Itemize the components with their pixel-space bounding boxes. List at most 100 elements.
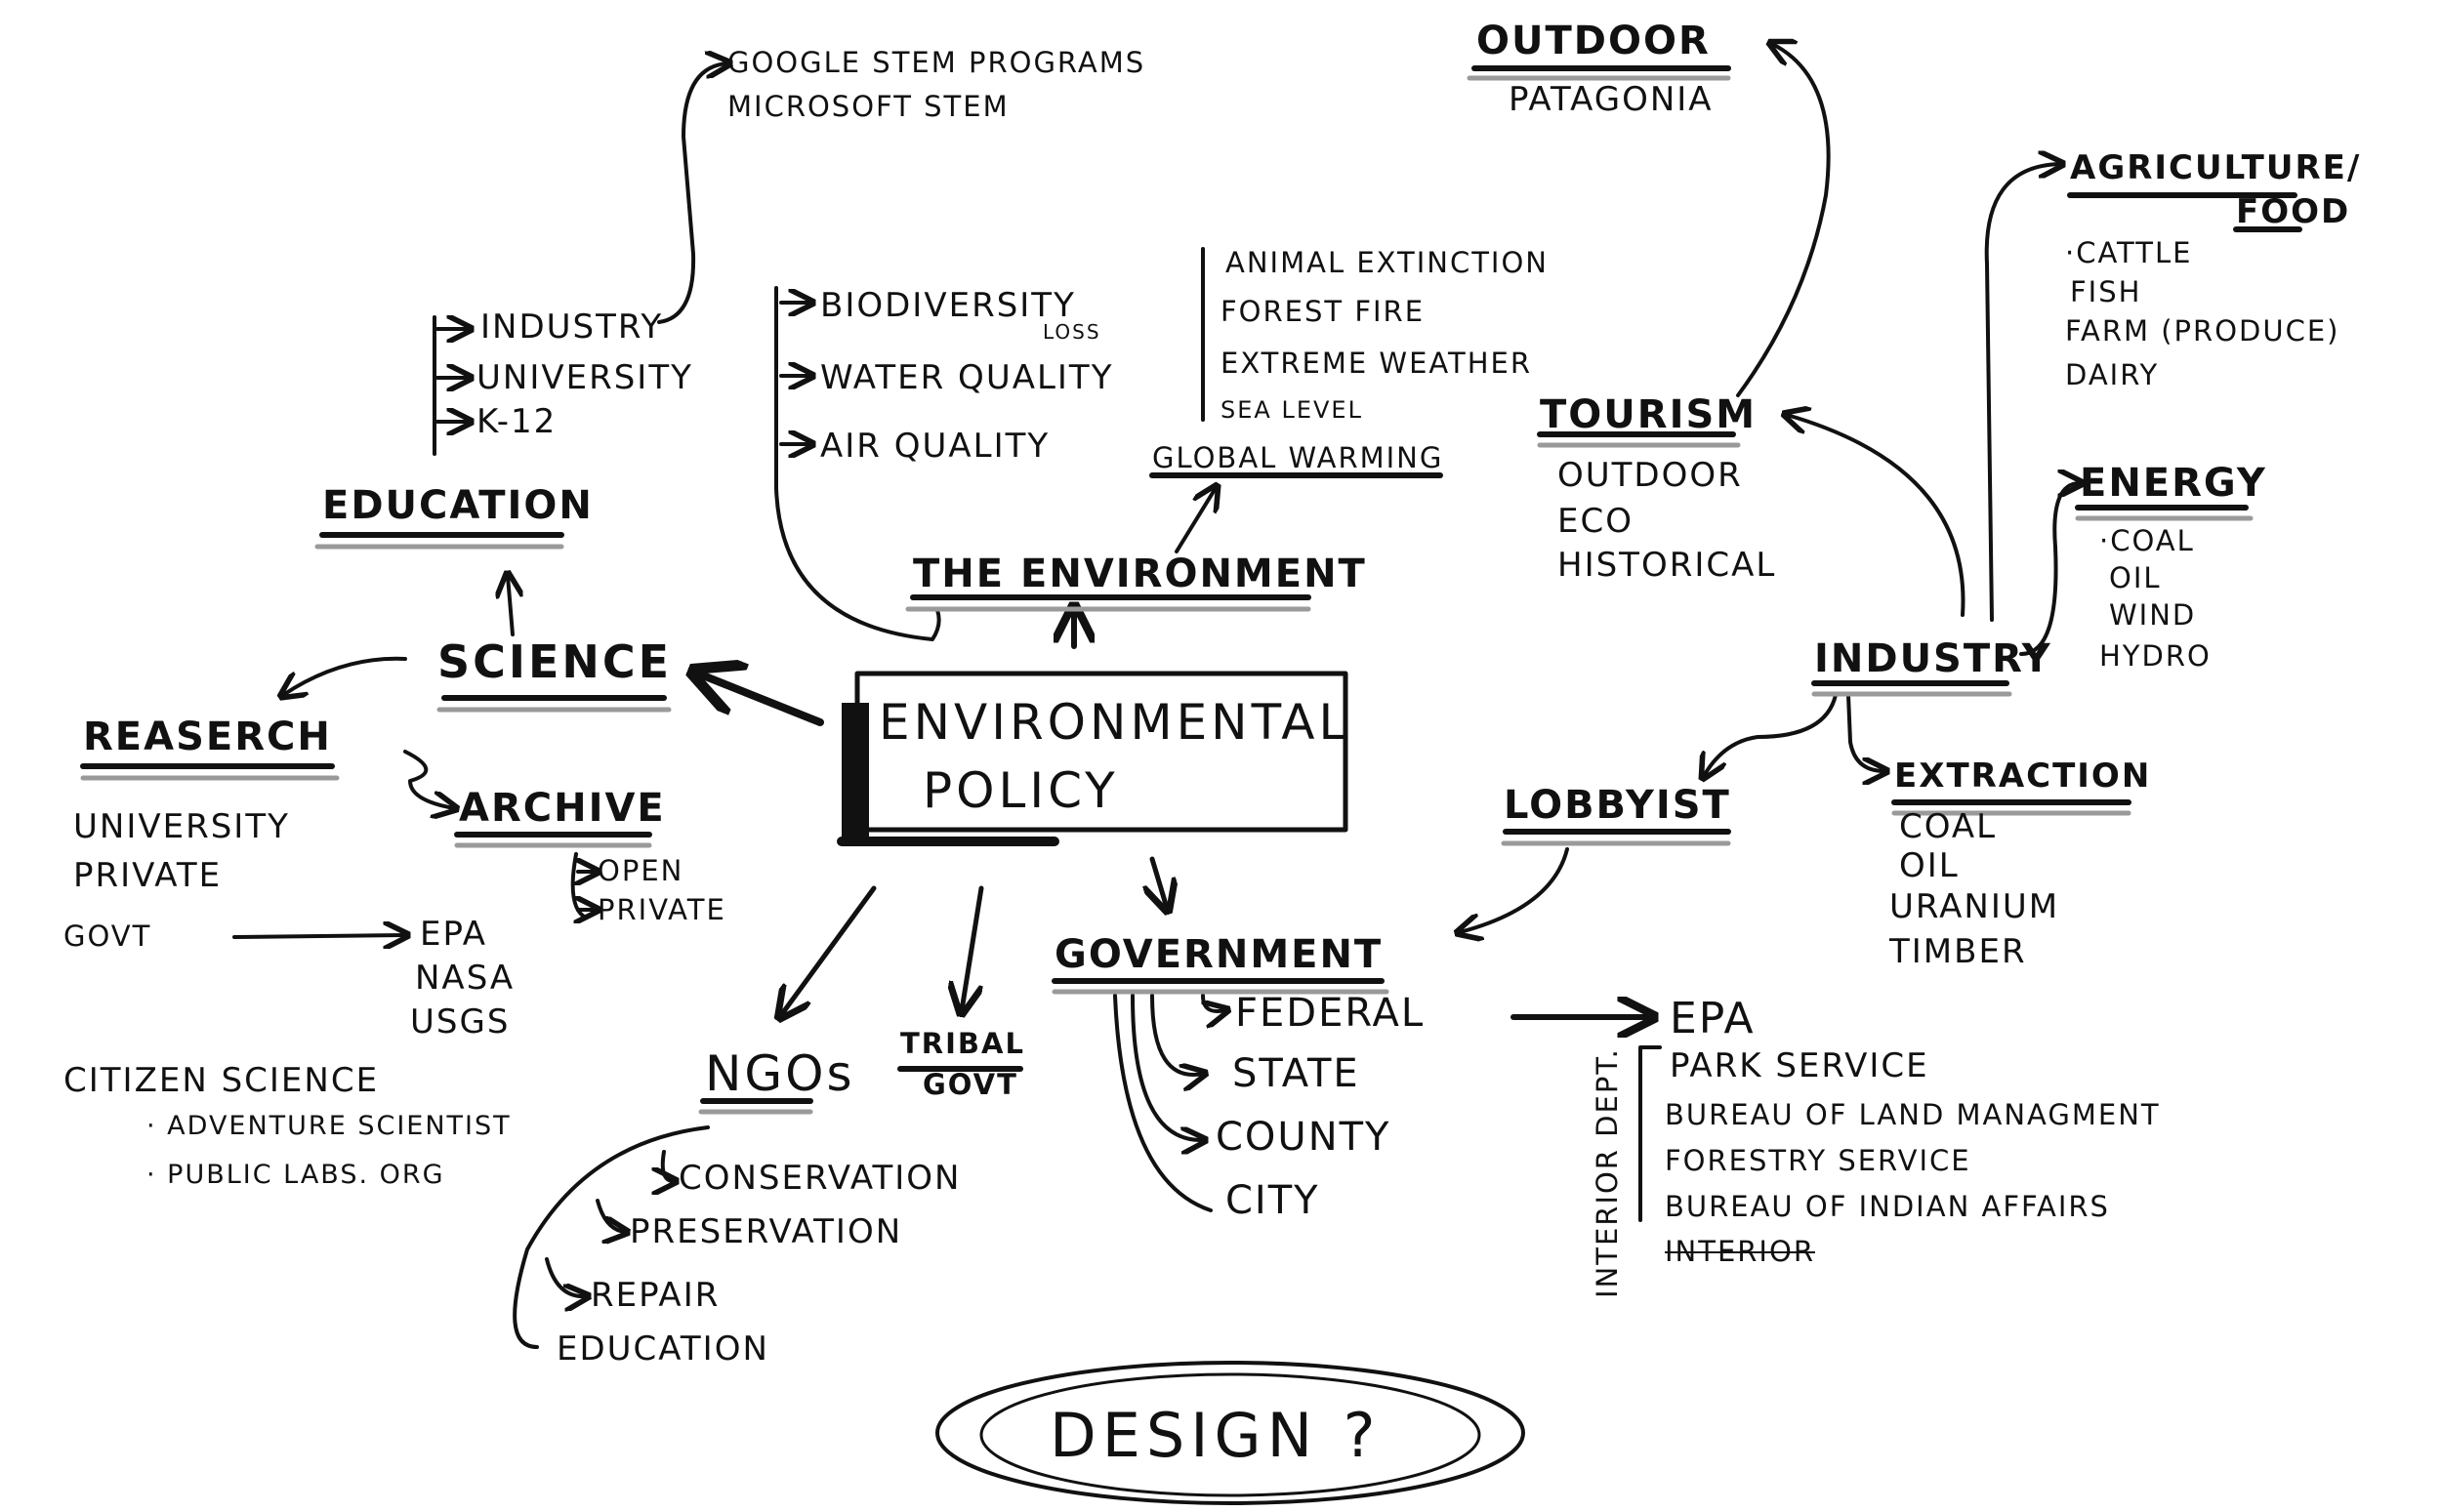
environment-title: The Environment xyxy=(913,552,1367,596)
education-title: Education xyxy=(322,483,594,528)
research-title: Reaserch xyxy=(83,715,332,759)
education-item-university: University xyxy=(476,358,693,397)
arrow-lobbyist-to-government xyxy=(1460,847,1569,932)
ngos-items-curve xyxy=(513,1125,710,1349)
agriculture-item-fish: Fish xyxy=(2070,275,2142,308)
tourism-item-outdoor: Outdoor xyxy=(1557,456,1743,495)
environment-item-air: Air Quality xyxy=(820,427,1051,466)
gov-item-state: State xyxy=(1232,1051,1360,1096)
ngos-title: NGOs xyxy=(705,1045,855,1102)
arrow-env-to-global-warming xyxy=(1175,488,1216,553)
government-title: Government xyxy=(1055,932,1384,977)
design-ellipse-inner xyxy=(979,1372,1481,1497)
archive-title: Archive xyxy=(459,786,666,831)
arrow-ngo-repair xyxy=(545,1257,586,1296)
research-item-govt: Govt xyxy=(63,919,152,953)
archive-item-open: Open xyxy=(598,854,684,887)
interior-item-forestry: Forestry Service xyxy=(1665,1144,1971,1177)
arrow-to-tribal xyxy=(962,885,984,1010)
research-item-private: Private xyxy=(73,856,223,895)
global-warming-item-weather: Extreme Weather xyxy=(1220,347,1533,380)
arrow-govt-to-agencies xyxy=(232,935,405,937)
interior-dept-label: Interior Dept. xyxy=(1591,1047,1624,1298)
interior-bracket xyxy=(1638,1045,1662,1222)
lobbyist-title: Lobbyist xyxy=(1504,783,1731,828)
arrow-industry-to-tourism xyxy=(1787,415,1965,617)
design-ellipse-outer xyxy=(935,1361,1525,1505)
arrow-science-to-research xyxy=(283,656,407,695)
interior-struck: Interior xyxy=(1665,1235,1815,1268)
gov-items-bracket xyxy=(1113,994,1213,1212)
interior-item-blm: Bureau of Land Managment xyxy=(1665,1098,2161,1131)
global-warming-item-extinction: Animal Extinction xyxy=(1225,246,1549,279)
industry-title: Industry xyxy=(1814,636,2052,681)
arrow-ngo-preservation xyxy=(596,1199,625,1232)
agriculture-title-line1: Agriculture/ xyxy=(2070,148,2362,187)
gov-item-federal: Federal xyxy=(1235,991,1426,1036)
agriculture-item-farm: Farm (Produce) xyxy=(2065,314,2340,347)
research-govt-epa: EPA xyxy=(420,915,488,954)
extraction-item-coal: Coal xyxy=(1899,807,1998,846)
arrow-to-ngos xyxy=(781,885,877,1015)
citizen-science-title: Citizen Science xyxy=(63,1061,380,1100)
gov-item-city: City xyxy=(1225,1178,1320,1223)
tribal-line1: Tribal xyxy=(900,1027,1025,1060)
agriculture-item-cattle: ·Cattle xyxy=(2065,236,2193,269)
arrow-ngo-conservation xyxy=(663,1150,674,1181)
environment-items-curve xyxy=(774,286,941,641)
arrow-gov-federal xyxy=(1201,994,1225,1011)
energy-item-oil: Oil xyxy=(2109,561,2162,594)
science-title: Science xyxy=(437,635,673,688)
global-warming-item-sea: Sea Level xyxy=(1220,396,1363,424)
central-title-line2: Policy xyxy=(923,762,1119,819)
arrow-industry-to-extraction xyxy=(1846,693,1884,771)
arrow-gov-county xyxy=(1131,994,1203,1140)
research-govt-usgs: USGS xyxy=(410,1002,511,1042)
research-govt-nasa: NASA xyxy=(415,959,516,998)
extraction-title: Extraction xyxy=(1894,756,2152,796)
design-label: Design ? xyxy=(1050,1400,1382,1471)
education-program-google: Google STEM Programs xyxy=(727,46,1146,79)
gov-epa: EPA xyxy=(1670,994,1756,1043)
arrow-science-to-archive xyxy=(403,750,454,808)
agriculture-title-line2: Food xyxy=(2236,192,2351,231)
gov-item-county: County xyxy=(1216,1115,1391,1160)
interior-item-park: Park Service xyxy=(1670,1046,1929,1085)
energy-item-wind: Wind xyxy=(2109,598,2197,632)
education-item-k12: K-12 xyxy=(476,402,558,441)
arrow-industry-to-lobbyist xyxy=(1704,693,1838,776)
global-warming-item-fire: Forest Fire xyxy=(1220,295,1426,328)
ngo-item-education: Education xyxy=(557,1329,769,1369)
arrow-science-to-education xyxy=(508,576,513,636)
interior-item-bia: Bureau of Indian Affairs xyxy=(1665,1190,2110,1223)
energy-item-coal: ·Coal xyxy=(2099,524,2195,557)
extraction-item-uranium: Uranium xyxy=(1889,887,2060,926)
arrow-to-science xyxy=(698,674,824,726)
citizen-science-item-adventure: · Adventure Scientist xyxy=(146,1111,512,1141)
ngo-item-preservation: Preservation xyxy=(630,1212,903,1251)
outdoor-item-patagonia: Patagonia xyxy=(1509,80,1714,119)
ngo-item-repair: Repair xyxy=(591,1276,721,1315)
citizen-science-item-publiclabs: · Public Labs. org xyxy=(146,1160,445,1190)
tourism-item-historical: Historical xyxy=(1557,546,1777,585)
arrow-industry-to-energy xyxy=(2019,483,2080,656)
environment-item-biodiversity: Biodiversity xyxy=(820,286,1076,325)
arrow-gov-state xyxy=(1150,994,1203,1075)
ngo-item-conservation: Conservation xyxy=(679,1159,962,1198)
extraction-item-oil: Oil xyxy=(1899,846,1960,885)
arrow-tourism-to-outdoor xyxy=(1736,44,1831,397)
tourism-item-eco: Eco xyxy=(1557,502,1634,541)
tourism-title: Tourism xyxy=(1540,392,1758,437)
education-item-industry: Industry xyxy=(480,307,664,347)
tribal-line2: Govt xyxy=(923,1068,1018,1101)
arrow-industry-to-agriculture xyxy=(1984,164,2060,622)
outdoor-title: Outdoor xyxy=(1476,19,1711,63)
archive-item-private: Private xyxy=(598,893,726,926)
arrow-industry-to-programs xyxy=(657,63,727,324)
agriculture-item-dairy: Dairy xyxy=(2065,358,2160,391)
energy-item-hydro: Hydro xyxy=(2099,639,2212,673)
environment-biodiversity-suffix: Loss xyxy=(1043,320,1101,344)
extraction-item-timber: Timber xyxy=(1889,932,2027,971)
